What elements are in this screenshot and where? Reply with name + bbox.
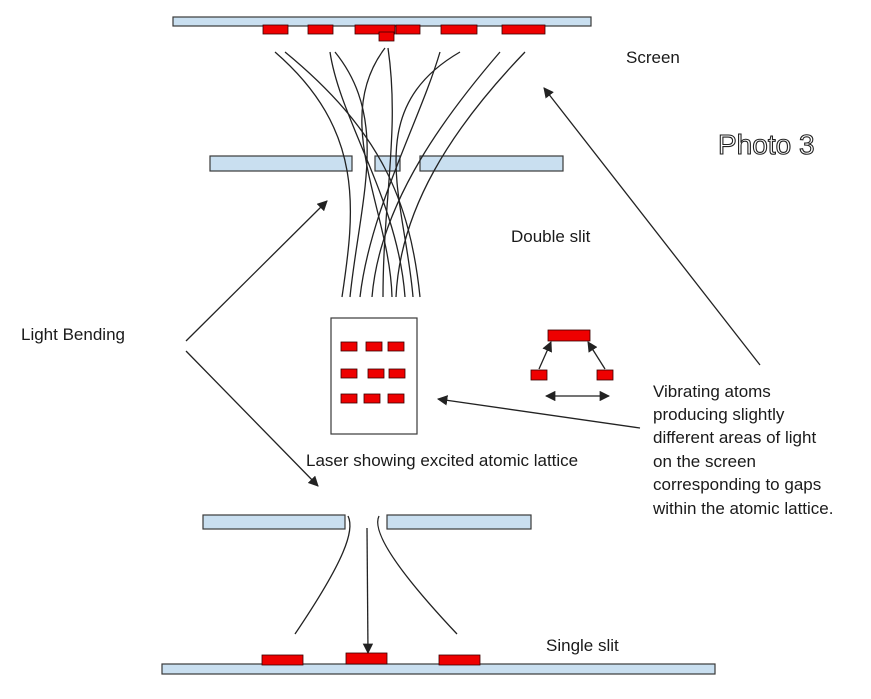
lattice-atom	[388, 368, 406, 379]
arrow-to-lattice	[436, 395, 641, 429]
screen-interference-spots	[262, 24, 546, 42]
double-slit-left	[209, 155, 353, 172]
vibrating-right-atom	[596, 369, 614, 381]
screen-spot	[440, 24, 478, 35]
vibrating-atoms-illustration	[530, 329, 614, 402]
bottom-spot	[261, 654, 304, 666]
bottom-screen-spots	[261, 652, 481, 666]
lattice-atom	[367, 368, 385, 379]
double-slit-right	[419, 155, 564, 172]
single-slit-rays	[294, 515, 458, 635]
double-slit-plate	[209, 155, 564, 172]
vibrating-top-spot	[547, 329, 591, 342]
screen-spot	[262, 24, 289, 35]
photo-label: Photo 3	[718, 129, 815, 160]
double-slit-label: Double slit	[511, 227, 591, 246]
lattice-atom	[387, 393, 405, 404]
lattice-atom	[340, 368, 358, 379]
screen-spot	[501, 24, 546, 35]
bottom-spot	[438, 654, 481, 666]
central-beam-arrow	[362, 527, 374, 655]
lattice-atom	[340, 341, 358, 352]
arrow-to-screen	[543, 87, 761, 366]
single-slit-plate	[202, 514, 532, 530]
laser-label: Laser showing excited atomic lattice	[306, 451, 578, 470]
double-slit-middle	[374, 155, 401, 172]
single-slit-label: Single slit	[546, 636, 619, 655]
screen-spot	[378, 31, 395, 42]
bottom-screen-plate	[161, 663, 716, 675]
lattice-atoms	[340, 341, 406, 404]
lattice-atom	[340, 393, 358, 404]
lattice-atom	[387, 341, 405, 352]
light-bending-arrow-up	[185, 200, 328, 342]
lattice-atom	[365, 341, 383, 352]
interference-rays	[274, 47, 526, 298]
light-bending-arrow-down	[185, 350, 319, 487]
screen-spot	[354, 24, 396, 35]
vibrating-atoms-label: Vibrating atoms producing slightly diffe…	[652, 382, 833, 518]
light-bending-label: Light Bending	[21, 325, 125, 344]
vibrating-left-atom	[530, 369, 548, 381]
lattice-atom	[363, 393, 381, 404]
single-slit-right	[386, 514, 532, 530]
single-slit-left	[202, 514, 346, 530]
screen-spot	[307, 24, 334, 35]
screen-spot	[395, 24, 421, 35]
screen-label: Screen	[626, 48, 680, 67]
bottom-spot	[345, 652, 388, 665]
